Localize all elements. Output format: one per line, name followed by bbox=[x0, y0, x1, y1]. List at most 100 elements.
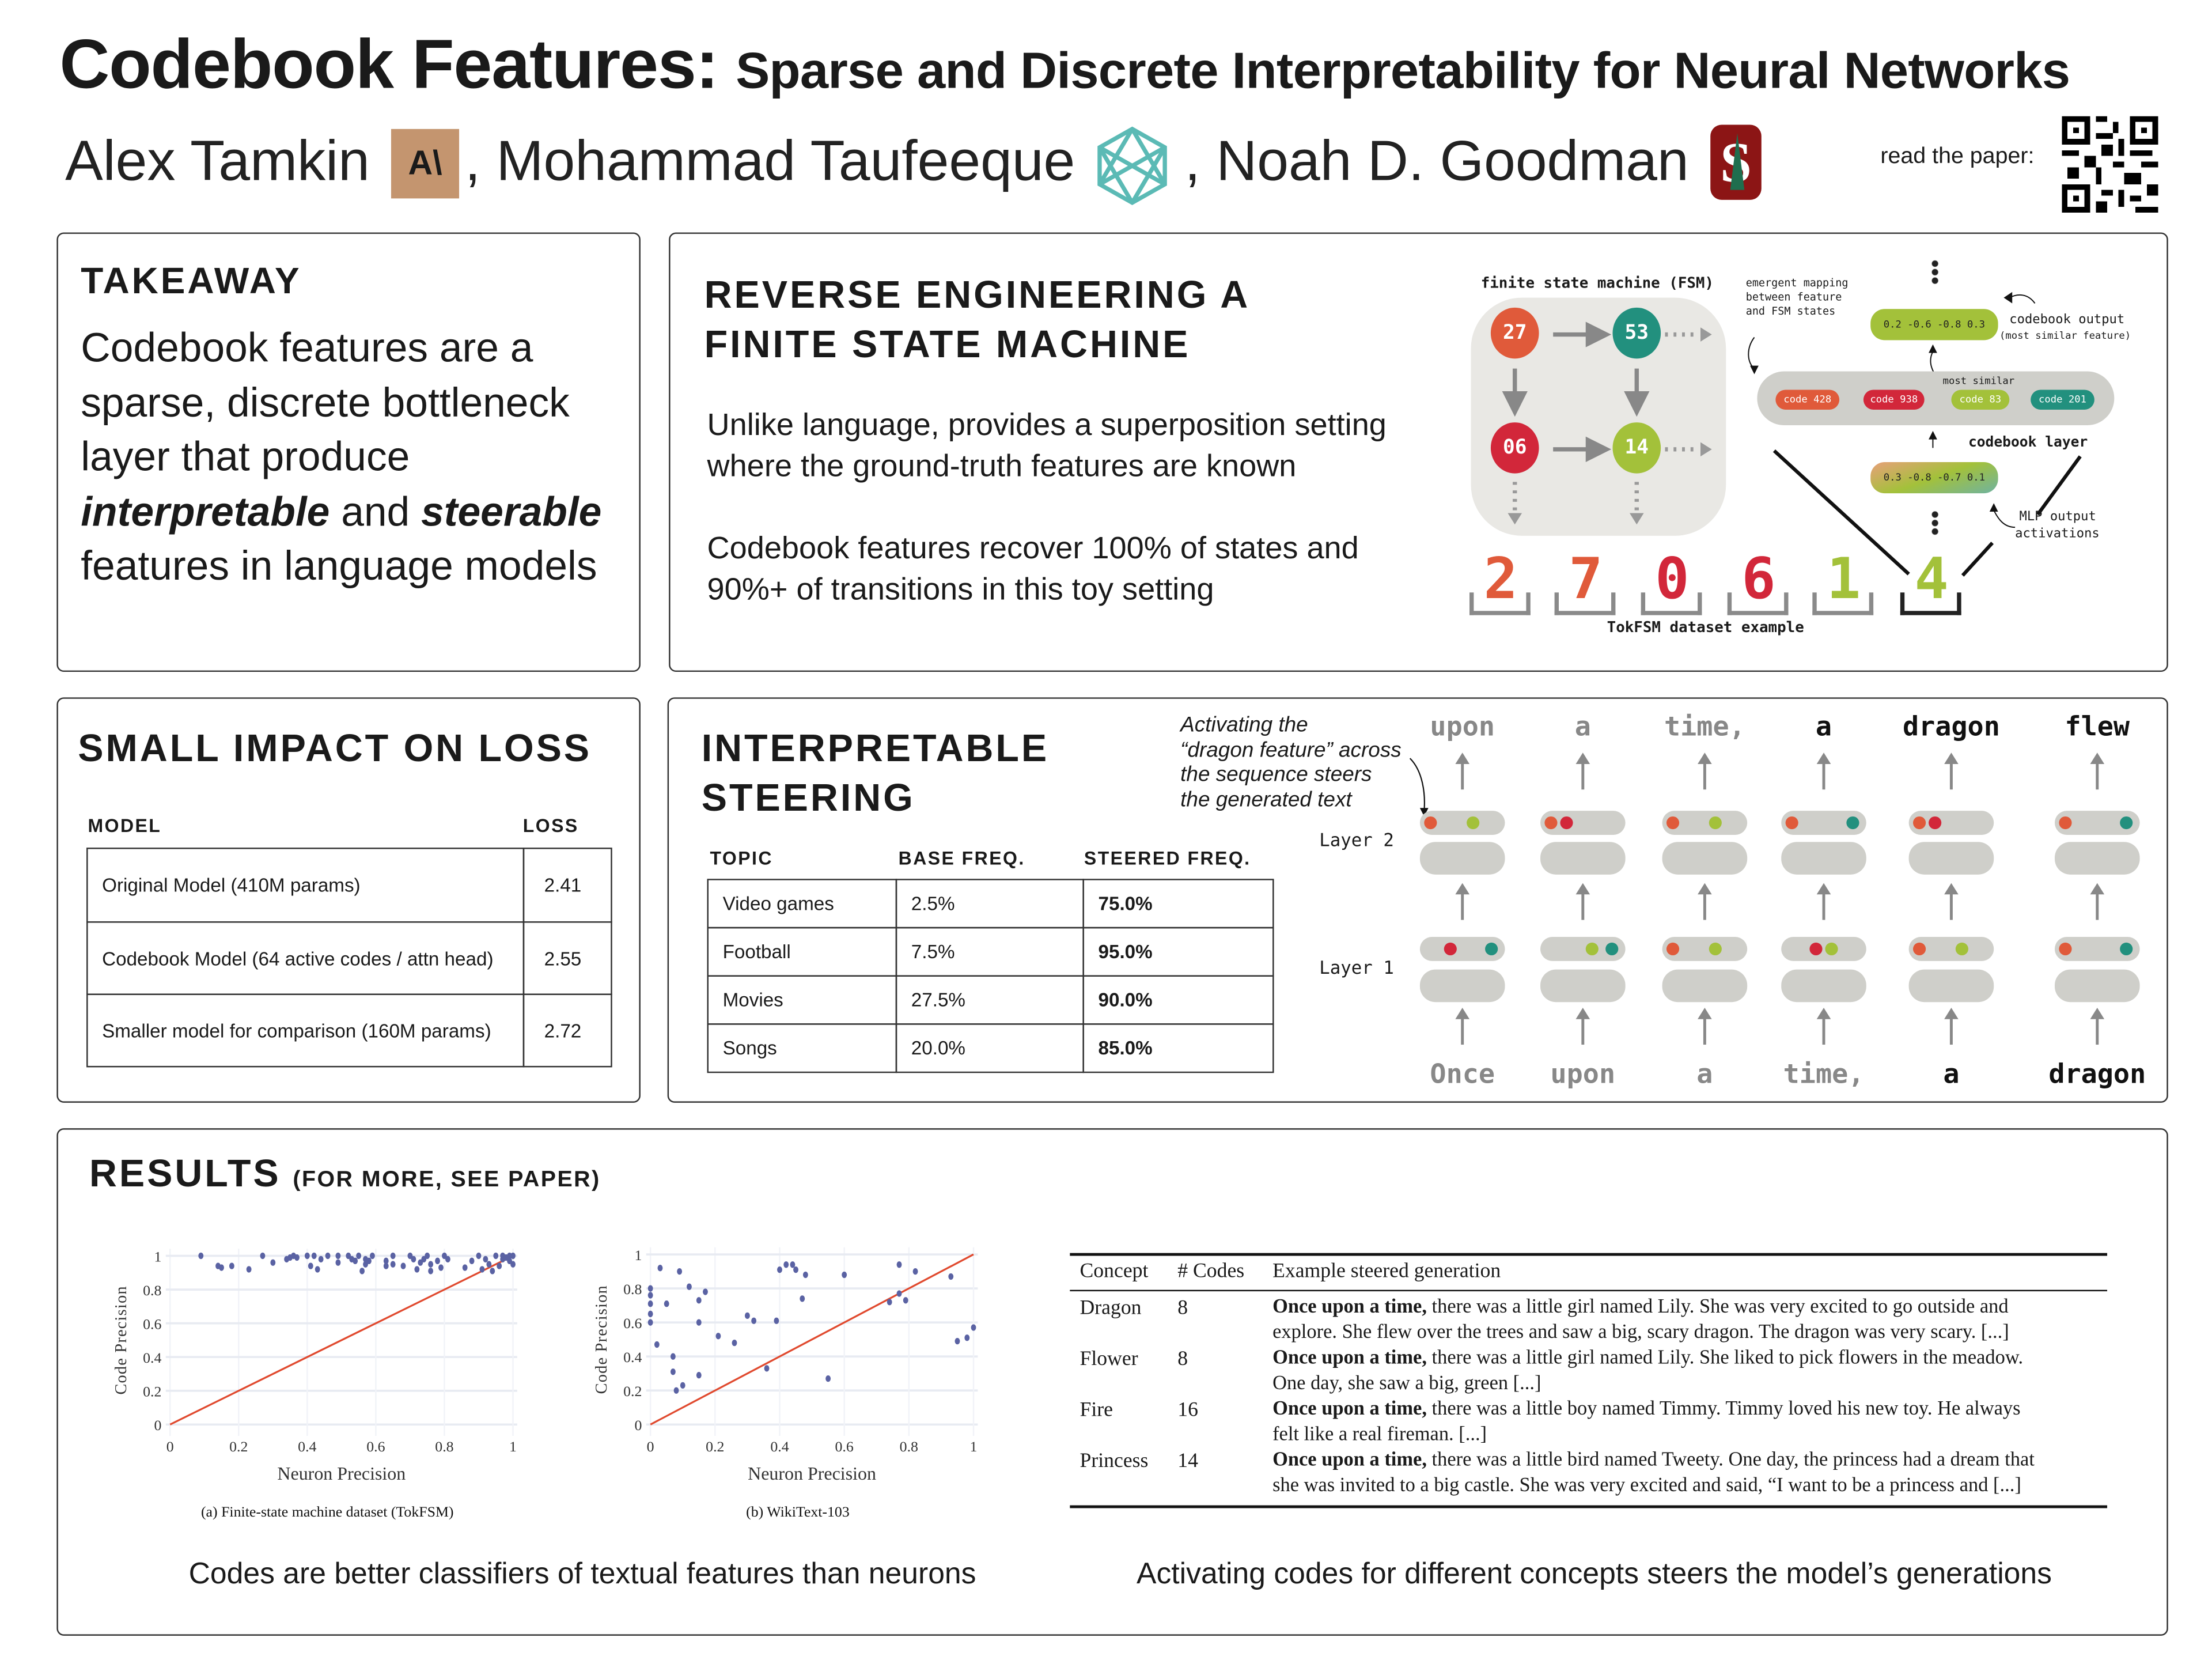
data-point bbox=[800, 1295, 805, 1302]
up-arrow-icon bbox=[1816, 883, 1831, 920]
data-point bbox=[664, 1300, 669, 1307]
vertical-ellipsis-icon bbox=[1931, 510, 1939, 536]
stanford-logo-icon: S bbox=[1710, 124, 1762, 200]
output-token: time, bbox=[1664, 711, 1745, 743]
orange-code-dot bbox=[1666, 816, 1680, 830]
input-token: a bbox=[1696, 1058, 1713, 1090]
takeaway-and: and bbox=[329, 489, 422, 535]
codes-cell: 8 bbox=[1177, 1348, 1188, 1371]
data-point bbox=[383, 1257, 389, 1265]
layer-2-block bbox=[1419, 842, 1505, 875]
code-pill: code 428 bbox=[1775, 390, 1840, 410]
x-tick-label: 0.4 bbox=[770, 1438, 789, 1455]
data-point bbox=[356, 1252, 362, 1260]
data-point bbox=[428, 1261, 434, 1268]
example-continuation: there was a little girl named Lily. She … bbox=[1426, 1296, 2009, 1318]
y-axis-label: Code Precision bbox=[593, 1285, 611, 1394]
emphasis-interpretable: interpretable bbox=[81, 489, 330, 535]
up-arrow-icon bbox=[1455, 883, 1470, 920]
data-point bbox=[497, 1262, 502, 1269]
data-point bbox=[435, 1257, 440, 1265]
data-point bbox=[366, 1257, 372, 1265]
data-point bbox=[411, 1256, 416, 1263]
data-point bbox=[654, 1341, 660, 1348]
fsm-arrows bbox=[1502, 322, 1712, 525]
data-point bbox=[790, 1261, 796, 1268]
data-point bbox=[507, 1252, 512, 1260]
y-tick-label: 0.2 bbox=[623, 1383, 642, 1400]
fsm-title: finite state machine (FSM) bbox=[1480, 275, 1714, 292]
data-point bbox=[260, 1252, 266, 1260]
steer-row-steered: 90.0% bbox=[1082, 975, 1274, 1025]
layer-2-codes bbox=[1781, 811, 1866, 835]
layer-1-codes bbox=[1540, 937, 1626, 961]
steer-row-base: 2.5% bbox=[895, 879, 1084, 929]
annotation-line: Activating the bbox=[1180, 713, 1308, 738]
annotation-arrow bbox=[1409, 758, 1429, 816]
title-sub: Sparse and Discrete Interpretability for… bbox=[736, 41, 2070, 100]
steer-row-steered: 75.0% bbox=[1082, 879, 1274, 929]
data-point bbox=[438, 1264, 444, 1271]
data-point bbox=[744, 1312, 750, 1319]
codes-cell: 16 bbox=[1177, 1399, 1198, 1422]
takeaway-text: Codebook features are a sparse, discrete… bbox=[81, 322, 601, 595]
codebook-output-vector: 0.2 -0.6 -0.8 0.3 bbox=[1870, 309, 1998, 341]
layer-2-block bbox=[2055, 842, 2140, 875]
green-code-dot bbox=[1709, 942, 1722, 956]
tree-icon bbox=[1730, 133, 1745, 190]
loss-row-value: 2.41 bbox=[522, 848, 612, 923]
steer-row-steered: 95.0% bbox=[1082, 927, 1274, 977]
example-line-2: she was invited to a big castle. She was… bbox=[1272, 1475, 2021, 1497]
annotation-line: the sequence steers bbox=[1180, 762, 1372, 787]
data-point bbox=[842, 1271, 847, 1279]
data-point bbox=[764, 1365, 770, 1372]
layer-2-block bbox=[1908, 842, 1994, 875]
y-tick-label: 0.8 bbox=[143, 1282, 161, 1299]
data-point bbox=[964, 1334, 970, 1341]
orange-code-dot bbox=[1666, 942, 1680, 956]
concept-cell: Flower bbox=[1080, 1348, 1138, 1371]
data-point bbox=[896, 1290, 902, 1297]
x-tick-label: 0.6 bbox=[366, 1438, 385, 1455]
data-point bbox=[715, 1333, 721, 1340]
up-arrow-icon bbox=[2090, 753, 2105, 790]
data-point bbox=[490, 1268, 495, 1275]
example-prompt: Once upon a time, bbox=[1272, 1450, 1427, 1472]
qr-code-icon[interactable] bbox=[2062, 116, 2158, 213]
emphasis-steerable: steerable bbox=[421, 489, 602, 535]
loss-row-model: Smaller model for comparison (160M param… bbox=[86, 993, 525, 1068]
layer-2-codes bbox=[2055, 811, 2140, 835]
codes-cell: 8 bbox=[1177, 1296, 1188, 1320]
up-arrow-icon bbox=[1944, 753, 1959, 790]
data-point bbox=[696, 1297, 702, 1304]
example-prompt: Once upon a time, bbox=[1272, 1348, 1427, 1370]
data-point bbox=[732, 1339, 737, 1347]
data-point bbox=[777, 1266, 782, 1273]
col-concept: Concept bbox=[1080, 1260, 1149, 1283]
example-prompt: Once upon a time, bbox=[1272, 1296, 1427, 1318]
data-point bbox=[500, 1256, 506, 1263]
data-point bbox=[647, 1319, 653, 1326]
data-point bbox=[751, 1317, 757, 1324]
data-point bbox=[318, 1256, 324, 1263]
data-point bbox=[325, 1252, 331, 1260]
layer-2-block bbox=[1540, 842, 1626, 875]
layer-1-codes bbox=[1908, 937, 1994, 961]
x-tick-label: 0.2 bbox=[229, 1438, 248, 1455]
up-arrow-icon bbox=[1816, 1008, 1831, 1045]
steering-panel: INTERPRETABLE STEERING Activating the “d… bbox=[667, 697, 2168, 1103]
steer-col-steered: STEERED FREQ. bbox=[1084, 848, 1251, 869]
anthropic-logo-icon: A\ bbox=[391, 128, 460, 199]
codebook-output-label: codebook output bbox=[2009, 313, 2125, 328]
code-pill: code 938 bbox=[1863, 390, 1925, 410]
data-point bbox=[483, 1256, 488, 1263]
x-axis-label: Neuron Precision bbox=[277, 1464, 406, 1484]
takeaway-line: layer that produce bbox=[81, 435, 410, 481]
results-heading-wrap: RESULTS (FOR MORE, SEE PAPER) bbox=[89, 1152, 601, 1196]
mapping-line: and FSM states bbox=[1745, 304, 1836, 318]
data-point bbox=[670, 1368, 676, 1375]
tokfsm-digit: 6 bbox=[1741, 547, 1776, 612]
fsm-heading-2: FINITE STATE MACHINE bbox=[704, 323, 1191, 366]
